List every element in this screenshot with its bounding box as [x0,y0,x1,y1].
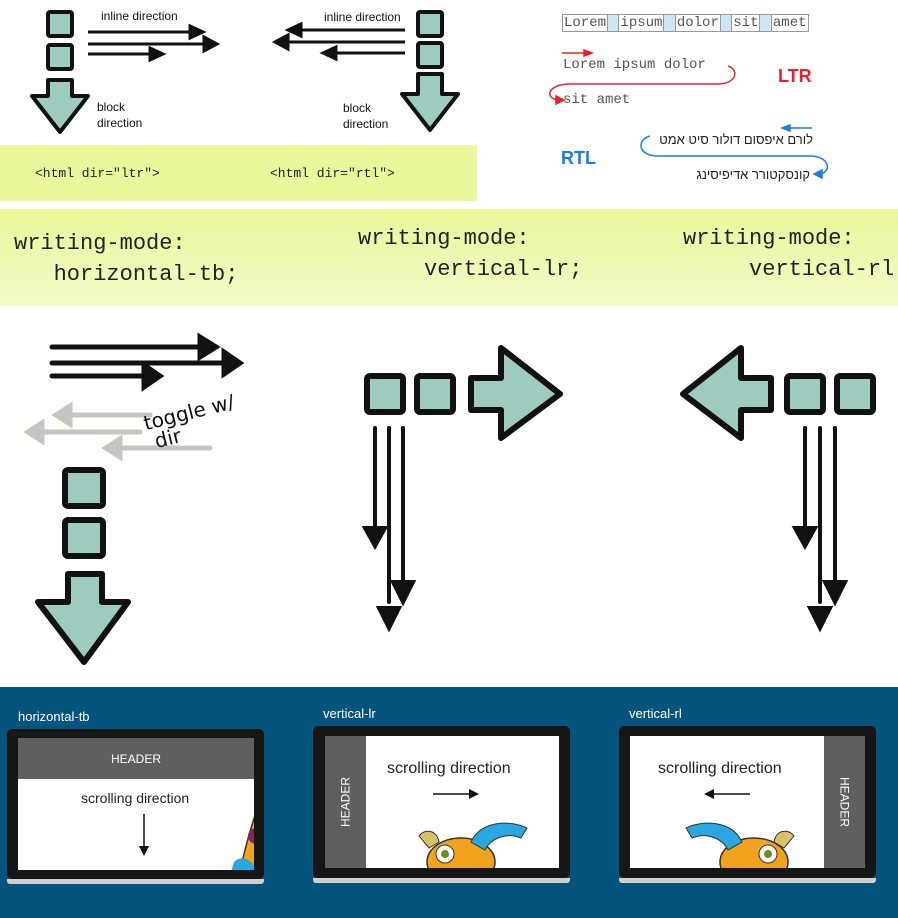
rtl-text-line-2: קונסקטורר אדיפיסינג [696,167,810,182]
lorem-word: ipsum [619,14,664,32]
scroll-arrow-down-icon [139,814,149,856]
vrl-box-2 [834,373,876,415]
laptop-base-vertical-rl [619,878,876,883]
scroll-arrow-right-icon [433,789,479,799]
rtl-text-line-1: לורם איפסום דולור סיט אמט [659,132,813,147]
writing-mode-vertical-lr-code: writing-mode: vertical-lr; [358,226,583,282]
laptop-base-horizontal-tb [7,879,264,884]
laptop-base-vertical-lr [313,878,570,883]
vertical-rl-diagram [680,345,876,633]
rtl-box-2 [416,41,444,69]
monster-mascot-icon [418,822,528,868]
laptop-vertical-lr: HEADER scrolling direction [313,726,570,878]
rtl-block-arrow [400,72,460,132]
ltr-inline-label: inline direction [101,9,178,23]
ltr-block-label: block direction [97,100,143,130]
ltr-text-line-2: sit amet [563,92,631,108]
lorem-gap [663,14,676,32]
laptop-vertical-rl: HEADER scrolling direction [619,726,876,878]
htb-box-1 [62,467,106,509]
lorem-word: Lorem [562,14,608,32]
lorem-word: sit [732,14,760,32]
screen-vertical-lr: HEADER scrolling direction [325,736,559,868]
ltr-box-1 [46,10,74,38]
scroll-arrow-left-icon [704,789,750,799]
ltr-text-line-1: Lorem ipsum dolor [563,57,706,73]
scroll-label-horizontal-tb: scrolling direction [81,790,190,806]
vertical-lr-diagram [361,345,563,633]
panel-title-horizontal-tb: horizontal-tb [18,709,90,724]
monster-mascot-icon [685,822,795,868]
monster-mascot-icon [231,815,254,870]
lorem-gap [759,14,772,32]
ltr-inline-arrows [88,23,221,63]
vrl-inline-arrow [680,345,774,441]
rtl-block-label: block direction [343,101,389,131]
horizontal-tb-diagram [23,332,245,665]
writing-mode-vertical-rl-code: writing-mode: vertical-rl; [683,226,898,282]
lorem-word-boxes: Lorem ipsum dolor sit amet [562,14,809,32]
lorem-word: dolor [675,14,720,32]
ltr-block-arrow [30,78,90,134]
htb-box-2 [62,517,106,559]
screen-horizontal-tb: HEADER scrolling direction [18,738,254,870]
ltr-label: LTR [778,66,812,86]
panel-title-vertical-rl: vertical-rl [629,706,682,721]
writing-mode-horizontal-code: writing-mode: horizontal-tb; [14,231,239,287]
ltr-code: <html dir="ltr"> [35,166,160,181]
vlr-box-1 [364,373,406,415]
ltr-direction-diagram [30,10,460,134]
header-horizontal-tb: HEADER [18,738,254,779]
rtl-box-1 [416,10,444,38]
rtl-inline-arrows [271,21,405,62]
scroll-label-vertical-lr: scrolling direction [387,760,511,777]
screen-vertical-rl: HEADER scrolling direction [630,736,865,868]
laptop-horizontal-tb: HEADER scrolling direction [7,729,264,879]
header-vertical-lr: HEADER [325,736,366,868]
lorem-word: amet [771,14,809,32]
vrl-box-1 [784,373,826,415]
lorem-gap [607,14,620,32]
ltr-box-2 [46,43,74,71]
vlr-inline-arrow [468,345,563,441]
writing-mode-band [0,209,898,306]
lorem-gap [719,14,733,32]
panel-title-vertical-lr: vertical-lr [323,706,376,721]
rtl-inline-label: inline direction [324,10,401,24]
dir-code-band [0,145,477,201]
header-vertical-rl: HEADER [824,736,865,868]
ltr-rtl-flow-arrows [549,48,829,180]
rtl-code: <html dir="rtl"> [270,166,395,181]
vlr-box-2 [414,373,456,415]
htb-block-arrow [35,571,131,665]
rtl-label: RTL [561,148,596,168]
scroll-label-vertical-rl: scrolling direction [658,760,782,777]
